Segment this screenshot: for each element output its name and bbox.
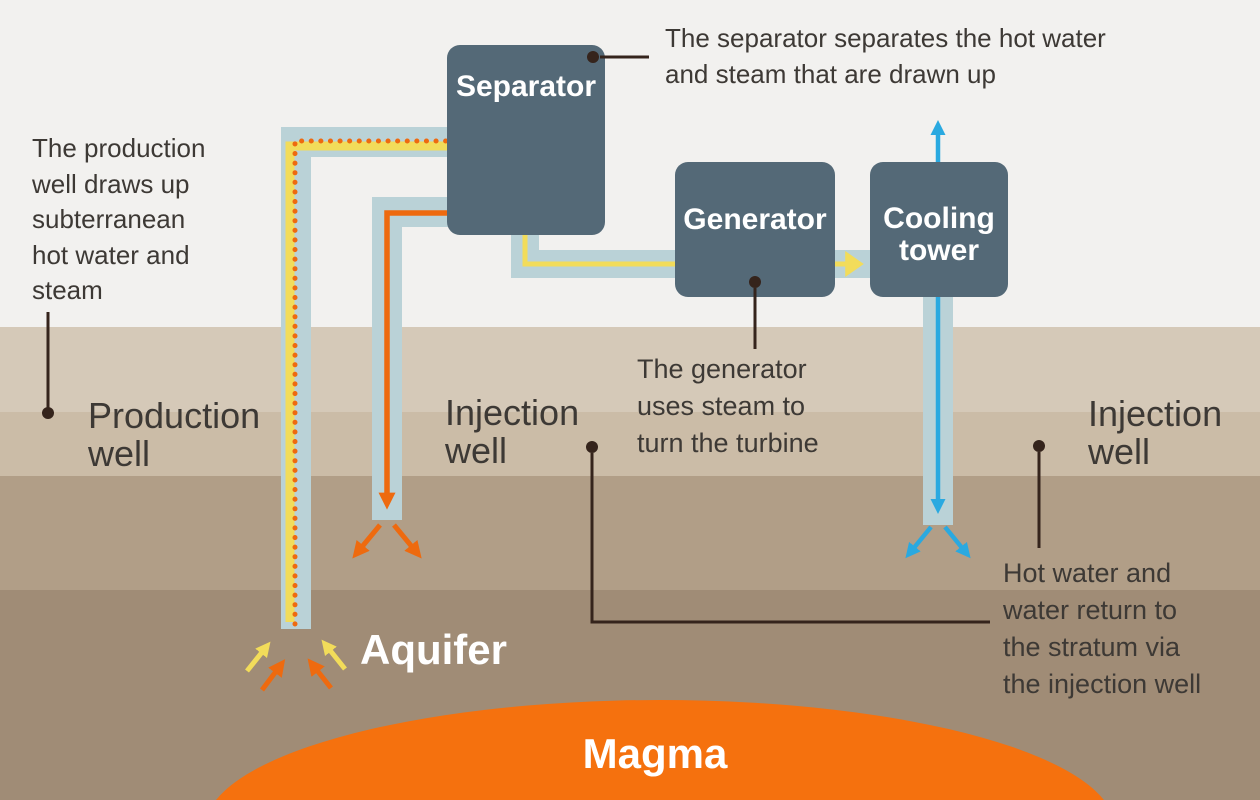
production-annotation-line3: subterranean	[32, 204, 185, 234]
aquifer-hot-arrow-left	[260, 659, 286, 692]
injection-annotation-line2: water return to	[1002, 595, 1177, 625]
production-annotation-line5: steam	[32, 275, 103, 305]
injection-well-mid-label-line1: Injection	[445, 392, 579, 433]
aquifer-arrows	[245, 639, 347, 692]
generator-label: Generator	[683, 203, 827, 236]
generator-annotation-line2: uses steam to	[637, 391, 805, 421]
geology-labels: Production well Injection well Injection…	[87, 392, 1222, 777]
generator-box	[675, 162, 835, 297]
separator-box	[447, 45, 605, 235]
cooling-tower-label-line2: tower	[899, 234, 979, 267]
magma-blob	[216, 700, 1104, 800]
equipment-boxes: Separator Generator Cooling tower	[447, 45, 1008, 297]
separator-annotation-dot	[587, 51, 599, 63]
generator-annotation-dot	[749, 276, 761, 288]
steam-flow-up-production-well	[285, 133, 528, 622]
production-annotation-line4: hot water and	[32, 240, 190, 270]
generator-annotation-line1: The generator	[637, 354, 807, 384]
injection-mid-annotation-connector	[590, 453, 990, 624]
annotations: The separator separates the hot water an…	[31, 23, 1201, 699]
injection-mid-annotation-dot	[586, 441, 598, 453]
hot-water-disperse-right	[392, 523, 422, 559]
injection-well-mid-label-line2: well	[444, 430, 507, 471]
injection-annotation-line1: Hot water and	[1003, 558, 1171, 588]
production-annotation-line1: The production	[32, 133, 205, 163]
production-annotation-dot	[42, 407, 54, 419]
production-well-label-line1: Production	[88, 395, 260, 436]
injection-well-right-label-line1: Injection	[1088, 393, 1222, 434]
separator-annotation-line1: The separator separates the hot water	[665, 23, 1106, 53]
injection-annotation-line3: the stratum via	[1003, 632, 1181, 662]
cool-water-disperse-left	[905, 525, 933, 559]
injection-well-right-label-line2: well	[1087, 431, 1150, 472]
hot-water-disperse-left	[352, 523, 382, 559]
aquifer-label: Aquifer	[360, 626, 507, 673]
aquifer-hot-arrow-right	[307, 658, 333, 690]
separator-annotation-line2: and steam that are drawn up	[665, 59, 996, 89]
cooling-tower-label-line1: Cooling	[883, 202, 995, 235]
stratum-layer-1	[0, 327, 1260, 412]
stratum-layer-2	[0, 412, 1260, 476]
aquifer-steam-arrow-left	[245, 641, 271, 673]
aquifer-steam-arrow-right	[321, 639, 347, 671]
annotation-connectors	[42, 51, 1045, 624]
cooling-tower-box	[870, 162, 1008, 297]
production-annotation-line2: well draws up	[31, 169, 190, 199]
magma-label: Magma	[583, 730, 728, 777]
production-well-label-line2: well	[87, 433, 150, 474]
injection-right-annotation-dot	[1033, 440, 1045, 452]
injection-annotation-line4: the injection well	[1003, 669, 1201, 699]
stratum-layer-3	[0, 476, 1260, 590]
generator-annotation-line3: turn the turbine	[637, 428, 819, 458]
separator-label: Separator	[456, 70, 596, 103]
cool-water-disperse-right	[943, 525, 971, 559]
